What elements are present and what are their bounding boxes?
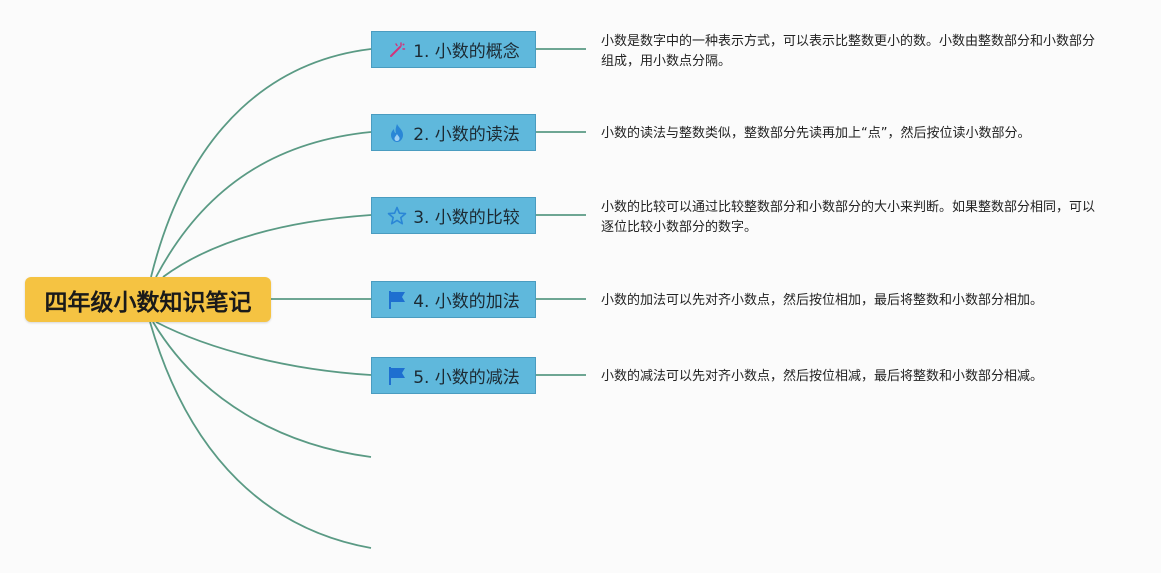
branch-line-2 bbox=[155, 131, 372, 278]
topic-3[interactable]: 3. 小数的比较 bbox=[371, 197, 536, 234]
topic-2-note: 小数的读法与整数类似，整数部分先读再加上“点”，然后按位读小数部分。 bbox=[601, 126, 1031, 141]
topic-1-label: 1. 小数的概念 bbox=[413, 42, 520, 62]
topic-4-label: 4. 小数的加法 bbox=[413, 292, 520, 312]
flag-icon bbox=[387, 290, 407, 310]
topic-2[interactable]: 2. 小数的读法 bbox=[371, 114, 536, 151]
topic-3-note: 小数的比较可以通过比较整数部分和小数部分的大小来判断。如果整数部分相同，可以逐位… bbox=[601, 200, 1096, 235]
magic-wand-icon bbox=[387, 40, 407, 60]
topic-5-note: 小数的减法可以先对齐小数点，然后按位相减，最后将整数和小数部分相减。 bbox=[601, 369, 1044, 384]
topic-5-label: 5. 小数的减法 bbox=[413, 368, 520, 388]
topic-5[interactable]: 5. 小数的减法 bbox=[371, 357, 536, 394]
flag-icon bbox=[387, 366, 407, 386]
branch-line-3 bbox=[162, 214, 372, 278]
star-icon bbox=[387, 206, 407, 226]
branch-line-5 bbox=[155, 321, 372, 376]
branch-line-6 bbox=[152, 321, 372, 458]
topic-1-note: 小数是数字中的一种表示方式，可以表示比整数更小的数。小数由整数部分和小数部分组成… bbox=[601, 34, 1096, 69]
root-topic[interactable]: 四年级小数知识笔记 bbox=[25, 277, 271, 322]
branch-line-7 bbox=[149, 321, 372, 549]
root-title: 四年级小数知识笔记 bbox=[44, 289, 252, 316]
topic-1[interactable]: 1. 小数的概念 bbox=[371, 31, 536, 68]
topic-4-note: 小数的加法可以先对齐小数点，然后按位相加，最后将整数和小数部分相加。 bbox=[601, 293, 1044, 308]
flame-icon bbox=[387, 123, 407, 143]
branch-line-1 bbox=[150, 48, 372, 278]
topic-3-label: 3. 小数的比较 bbox=[413, 208, 520, 228]
topic-2-label: 2. 小数的读法 bbox=[413, 125, 520, 145]
topic-4[interactable]: 4. 小数的加法 bbox=[371, 281, 536, 318]
